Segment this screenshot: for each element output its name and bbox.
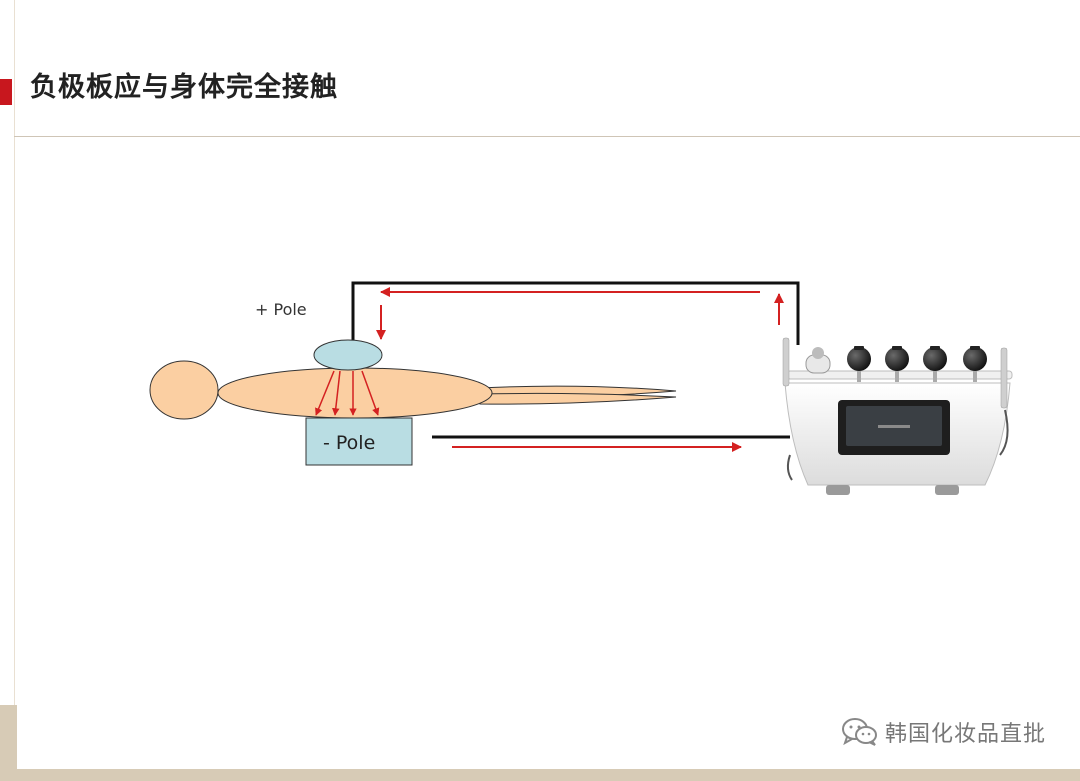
figure-head bbox=[149, 360, 219, 420]
left-border-rule bbox=[14, 0, 15, 705]
figure-leg-lower bbox=[479, 392, 677, 405]
figure-torso bbox=[217, 367, 493, 419]
wechat-icon bbox=[841, 717, 879, 747]
header-divider bbox=[14, 136, 1080, 137]
slide-title: 负极板应与身体完全接触 bbox=[30, 72, 338, 103]
negative-pole-label: - Pole bbox=[323, 432, 375, 454]
positive-pole-label: + Pole bbox=[255, 300, 307, 319]
current-spread-4 bbox=[361, 370, 380, 416]
watermark: 韩国化妆品直批 bbox=[841, 716, 1046, 748]
positive-pole-electrode bbox=[313, 339, 383, 371]
wire-positive bbox=[351, 281, 800, 345]
current-spread-2 bbox=[332, 370, 341, 416]
beauty-device-image bbox=[782, 337, 1013, 495]
current-spread-1 bbox=[315, 370, 335, 416]
footer-strip bbox=[17, 705, 1080, 769]
watermark-text: 韩国化妆品直批 bbox=[884, 722, 1046, 747]
title-accent-marker bbox=[0, 79, 12, 105]
negative-pole-plate bbox=[305, 417, 413, 466]
